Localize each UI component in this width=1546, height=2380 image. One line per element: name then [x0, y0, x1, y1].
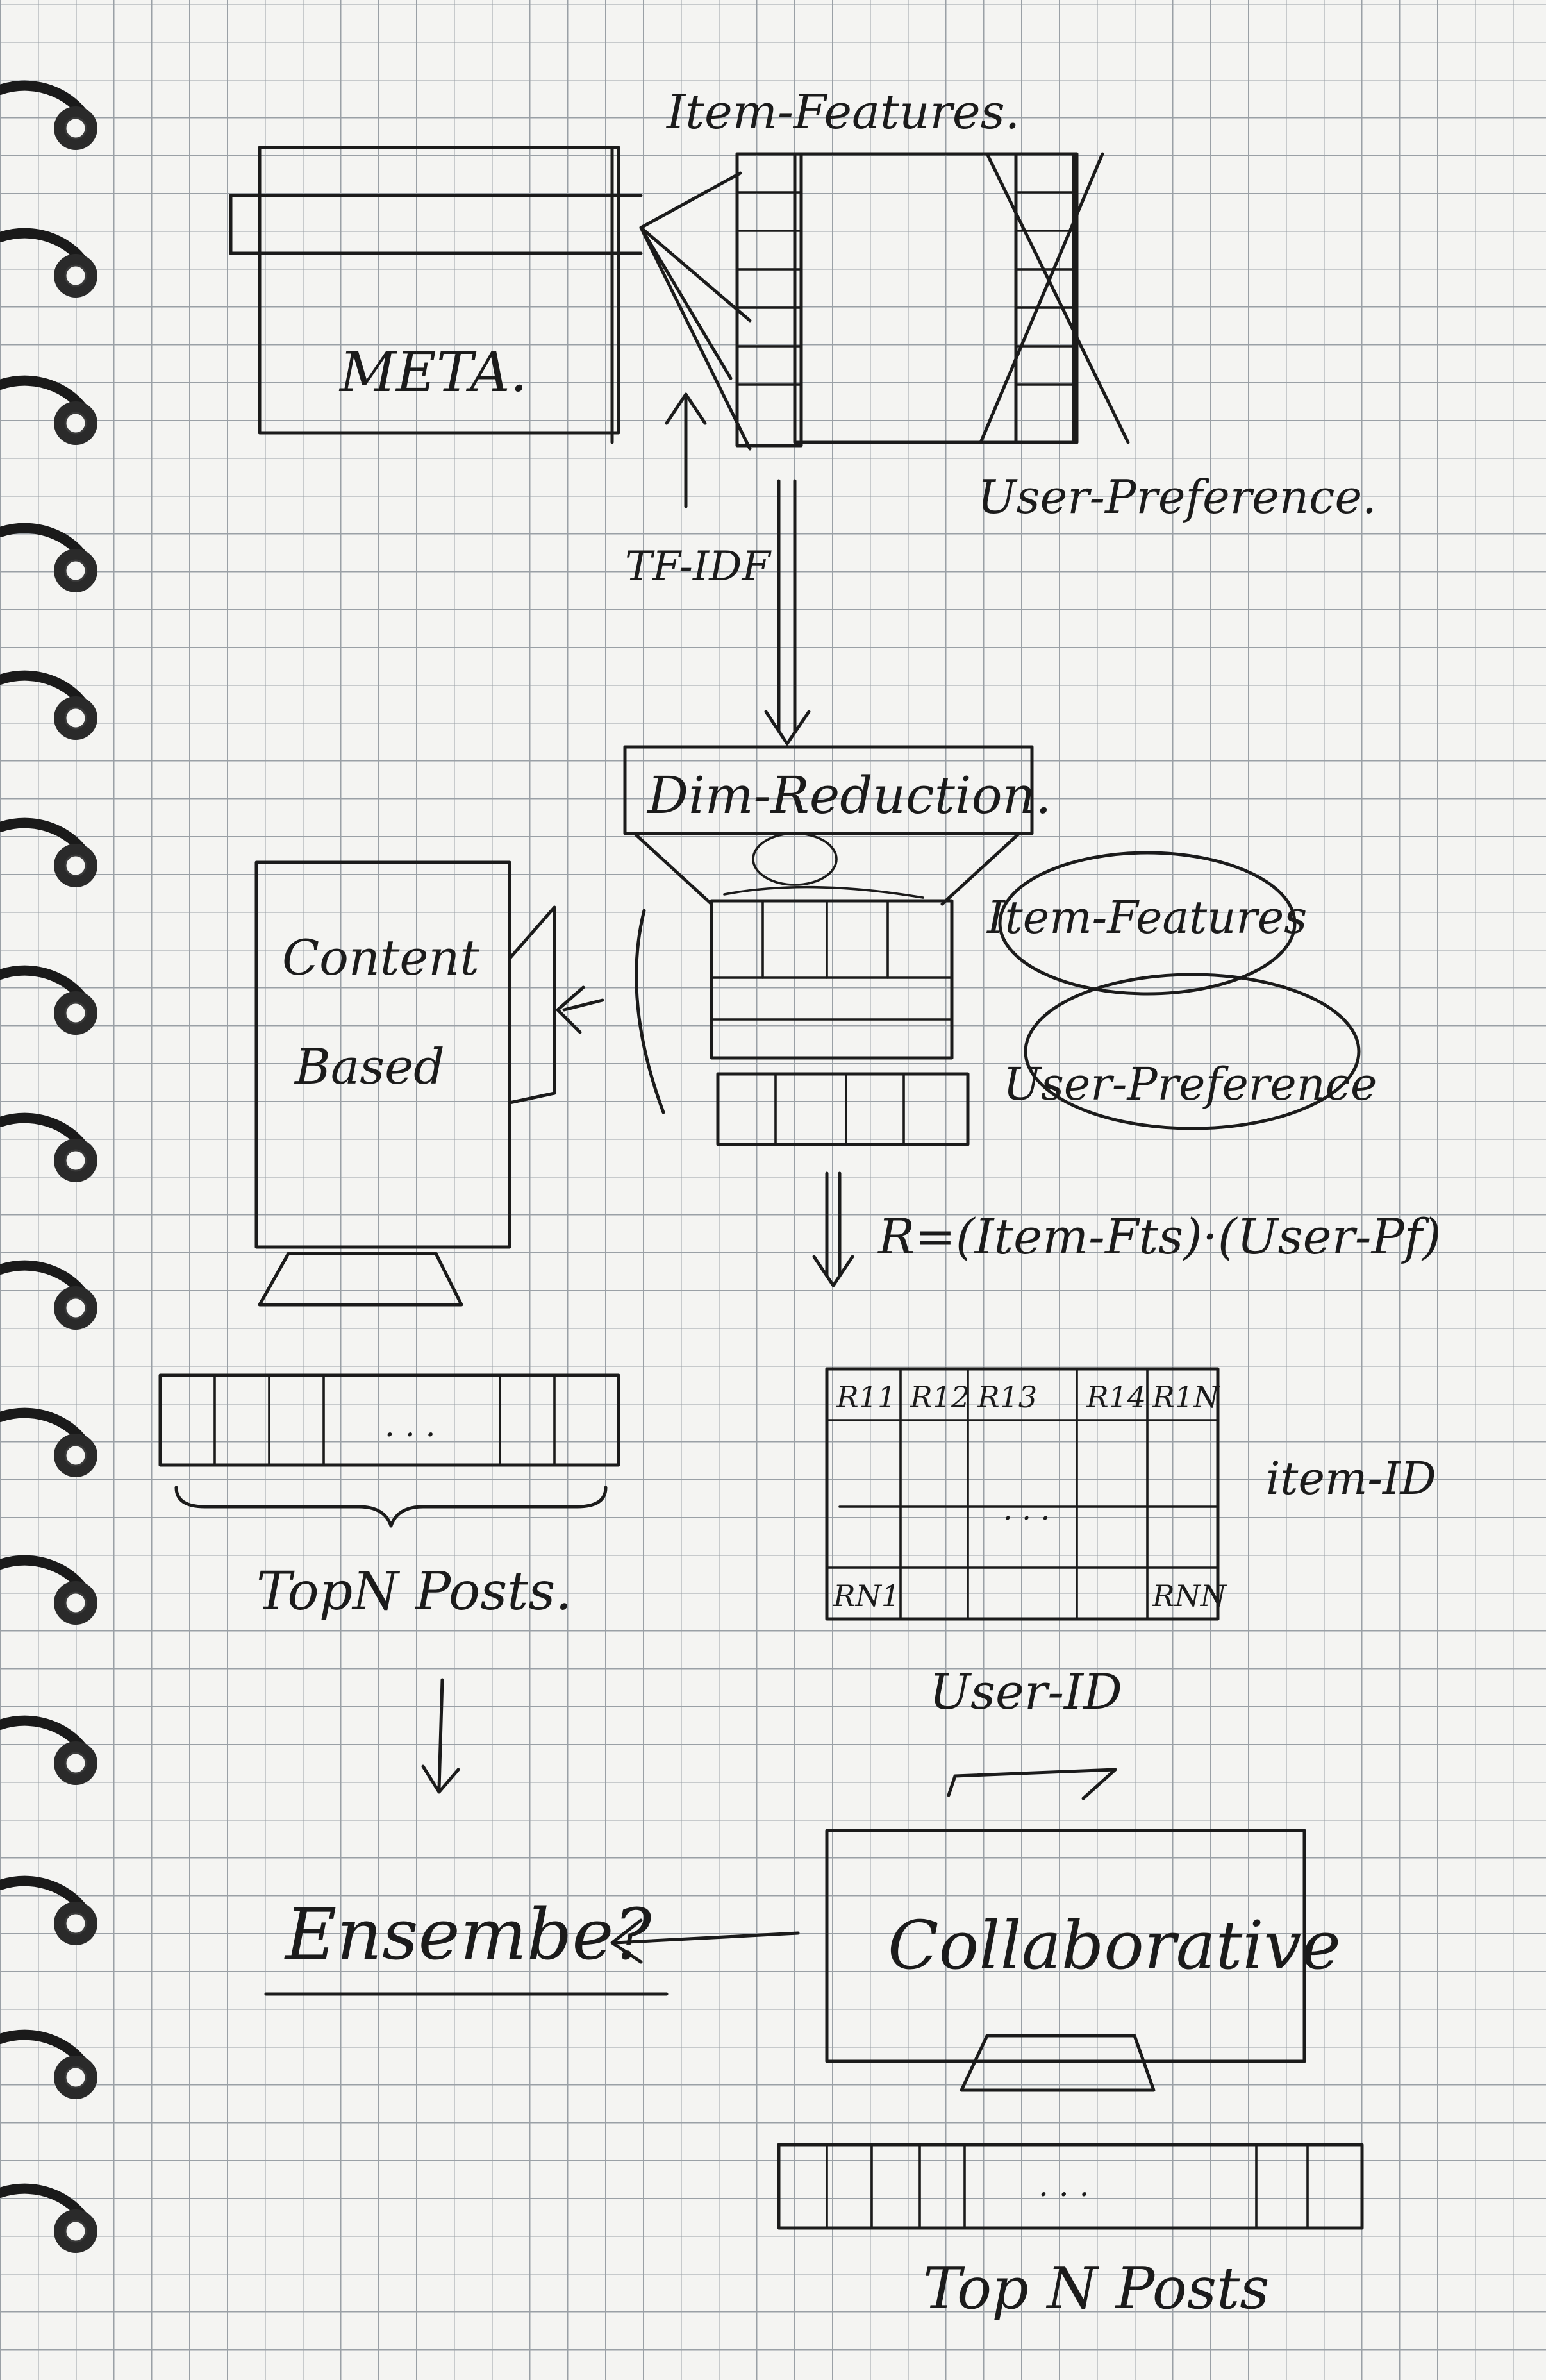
content-based-monitor — [254, 860, 665, 1307]
rating-cell: RNN — [1152, 1579, 1227, 1613]
spiral-ring — [0, 375, 97, 445]
dim-reduction-box — [623, 745, 1034, 835]
item-features-top-label: Item-Features. — [665, 85, 1020, 140]
dim-reduction-label: Dim-Reduction. — [646, 766, 1052, 825]
spiral-ring — [0, 2183, 97, 2253]
content-based-label-line2: Based — [294, 1038, 445, 1095]
rating-cell: RN1 — [833, 1579, 900, 1613]
rating-cell: R14 — [1086, 1380, 1146, 1414]
arrow-to-ensemble — [421, 1678, 460, 1794]
tf-idf-arrow — [665, 392, 707, 508]
user-id-label: User-ID — [929, 1663, 1122, 1720]
rating-cell: R12 — [910, 1380, 970, 1414]
spiral-ring — [0, 2029, 97, 2099]
spiral-ring — [0, 1260, 97, 1330]
double-arrow-down — [764, 479, 811, 746]
projection-lines — [639, 171, 752, 451]
user-preference-top-label: User-Preference. — [977, 470, 1377, 524]
formula-label: R=(Item-Fts)·(User-Pf) — [877, 1208, 1442, 1265]
collaborative-label: Collaborative — [888, 1906, 1341, 1984]
rating-ellipsis: . . . — [1003, 1492, 1050, 1527]
spiral-ring — [0, 817, 97, 887]
top-n-posts-right-label: Top N Posts — [923, 2255, 1269, 2322]
spiral-ring — [0, 1112, 97, 1182]
content-based-label-line1: Content — [282, 929, 479, 986]
item-features-factor-matrix — [710, 899, 954, 1060]
rating-cell: R1N — [1152, 1380, 1220, 1414]
spiral-ring — [0, 1715, 97, 1785]
top-n-ellipsis-left: . . . — [385, 1407, 435, 1444]
rating-cell: R13 — [977, 1380, 1037, 1414]
rating-matrix — [825, 1367, 1220, 1621]
item-features-column-top — [735, 152, 803, 448]
meta-matrix — [229, 146, 643, 444]
dim-reduction-funnel — [633, 832, 1021, 906]
spiral-ring — [0, 1875, 97, 1945]
top-n-bar-left — [158, 1373, 620, 1528]
formula-arrow — [812, 1171, 854, 1287]
spiral-ring — [0, 523, 97, 592]
spiral-ring — [0, 670, 97, 740]
top-n-bar-right — [777, 2143, 1364, 2230]
spiral-ring — [0, 228, 97, 298]
spiral-ring — [0, 1407, 97, 1477]
spiral-ring — [0, 965, 97, 1035]
ensemble-label: Ensembe? — [284, 1893, 652, 1975]
tf-idf-label: TF-IDF — [625, 543, 772, 591]
rating-cell: R11 — [836, 1380, 896, 1414]
item-features-mid-label: Item-Features — [986, 891, 1307, 944]
user-preference-mid-label: User-Preference — [1003, 1058, 1377, 1110]
meta-label: META. — [338, 340, 528, 405]
user-preference-factor-matrix — [716, 1072, 970, 1146]
spiral-binding — [0, 80, 97, 2253]
arrow-from-collaborative — [610, 1918, 800, 1964]
spiral-ring — [0, 1555, 97, 1625]
collaborative-monitor — [825, 1768, 1306, 2092]
spiral-ring — [0, 80, 97, 150]
top-n-posts-left-label: TopN Posts. — [256, 1561, 572, 1622]
item-features-circle — [998, 851, 1297, 996]
item-id-label: item-ID — [1266, 1452, 1436, 1505]
user-preference-matrix-crossed — [793, 152, 1130, 444]
user-preference-circle — [1024, 973, 1361, 1130]
top-n-ellipsis-right: . . . — [1038, 2166, 1089, 2204]
